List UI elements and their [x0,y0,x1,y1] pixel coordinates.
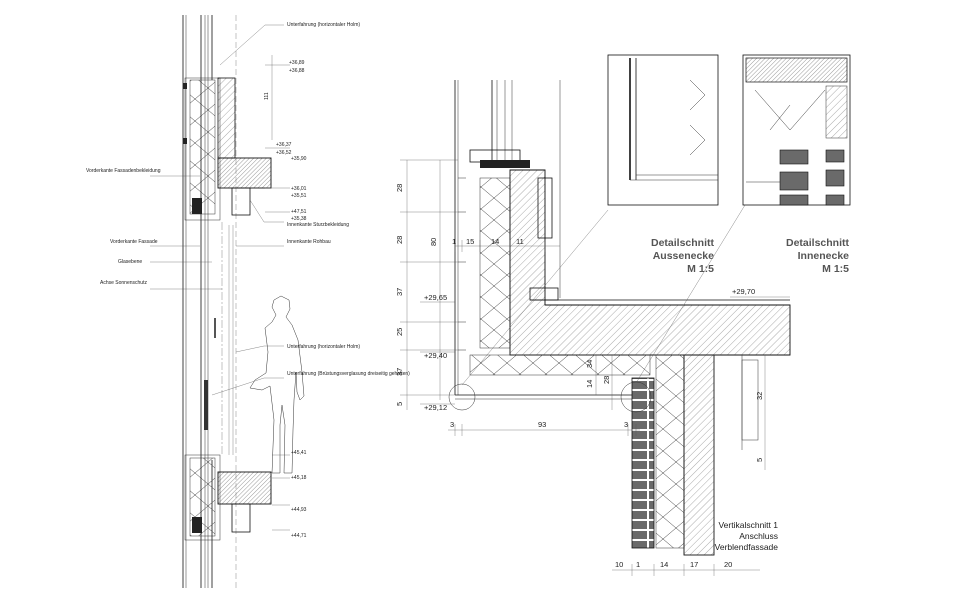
note-innenkante-rohbau: Innenkante Rohbau [287,239,331,245]
section-caption: Vertikalschnitt 1 Anschluss Verblendfass… [715,520,779,552]
detail-title-inner: Detailschnitt Innenecke M 1:5 [786,237,850,275]
level-2940: +29,40 [424,351,447,360]
facade-section: Unterfahrung (horizontaler Holm) +36,89 … [86,15,410,588]
detail-box-inner [742,54,851,206]
vdim-4: 37 [395,288,404,296]
level-4493: +44,93 [291,507,307,513]
idim-14: 14 [585,380,594,388]
caption-line2: Anschluss [739,531,778,541]
note-glasebene: Glasebene [118,259,142,265]
vdim-7: 5 [395,402,404,406]
dim-111: 111 [264,92,270,100]
idim-28: 28 [602,376,611,384]
level-4751: +47,51 [291,209,307,215]
note-vorderkante-fassadenbekleidung: Vorderkante Fassadenbekleidung [86,168,161,174]
note-achse-sonnenschutz: Achse Sonnenschutz [100,280,147,286]
idim-5: 5 [755,458,764,462]
bdim-10: 10 [615,560,623,569]
bdim-20: 20 [724,560,732,569]
level-3601: +36,01 [291,186,307,192]
layer-11: 11 [516,237,524,246]
hdim-middle: 93 [538,420,546,429]
detail-outer-scale: M 1:5 [687,263,714,275]
hdim-right: 3 [624,420,628,429]
layer-14: 14 [491,237,499,246]
detail-inner-line2: Innenecke [798,250,850,262]
vdim-2: 28 [395,236,404,244]
level-4518: +45,18 [291,475,307,481]
note-vorderkante-fassade: Vorderkante Fassade [110,239,158,245]
level-3652: +36,52 [276,150,292,156]
level-2965: +29,65 [424,293,447,302]
level-3551: +35,51 [291,193,307,199]
note-innenkante-sturzbekleidung: Innenkante Sturzbekleidung [287,222,349,228]
caption-line1: Vertikalschnitt 1 [718,520,778,530]
level-3637: +36,37 [276,142,292,148]
level-4541: +45,41 [291,450,307,456]
level-3688: +36,88 [289,68,305,74]
note-unterfahrung-mid: Unterfahrung (horizontaler Holm) [287,344,360,350]
idim-34: 34 [585,360,594,368]
hdim-left: 3 [450,420,454,429]
bdim-1: 1 [636,560,640,569]
level-4471: +44,71 [291,533,307,539]
vdim-6: 37 [395,368,404,376]
level-3538: +35,38 [291,216,307,222]
bdim-14: 14 [660,560,668,569]
corner-section: 28 28 80 37 25 37 5 1 15 14 11 +29,65 +2… [395,80,791,576]
detail-title-outer: Detailschnitt Aussenecke M 1:5 [651,237,715,275]
vdim-5: 25 [395,328,404,336]
detail-box-outer [607,54,719,206]
level-3590: +35,90 [291,156,307,162]
detail-outer-line1: Detailschnitt [651,237,715,249]
note-unterfahrung-bruestung: Unterfahrung (Brüstungsverglasung dreise… [287,371,410,377]
layer-1: 1 [452,237,456,246]
person-figure [249,295,305,474]
bdim-17: 17 [690,560,698,569]
detail-inner-scale: M 1:5 [822,263,849,275]
level-2912: +29,12 [424,403,447,412]
caption-line3: Verblendfassade [715,542,779,552]
vdim-3: 80 [429,238,438,246]
level-3689: +36,89 [289,60,305,66]
idim-32: 32 [755,392,764,400]
note-unterfahrung-top: Unterfahrung (horizontaler Holm) [287,22,360,28]
vdim-1: 28 [395,184,404,192]
detail-inner-line1: Detailschnitt [786,237,850,249]
detail-outer-line2: Aussenecke [653,250,714,262]
layer-15: 15 [466,237,474,246]
level-2970: +29,70 [732,287,755,296]
